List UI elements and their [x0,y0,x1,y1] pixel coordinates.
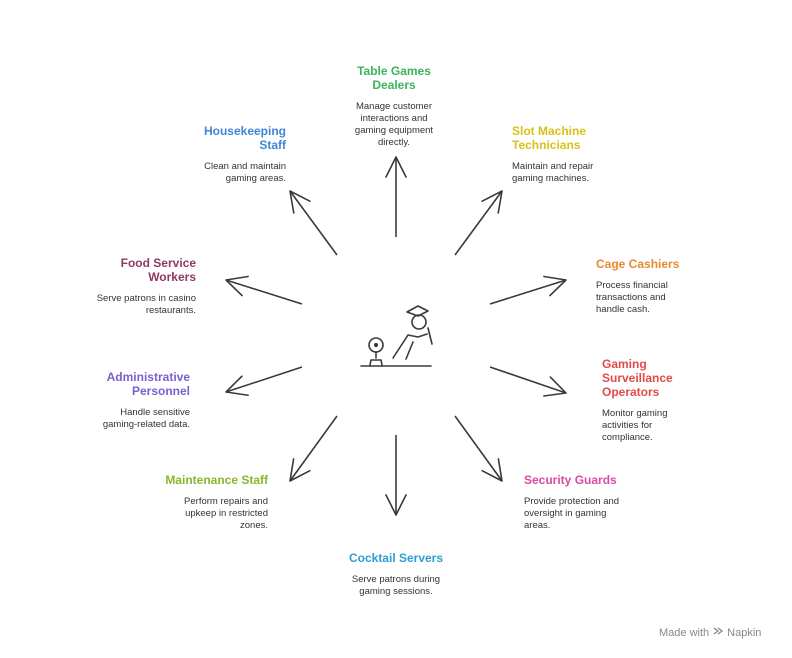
role-title: Food Service Workers [120,256,196,284]
role-description: Serve patrons in casino restaurants. [96,293,196,316]
role-title: Cocktail Servers [348,551,444,565]
role-description: Clean and maintain gaming areas. [204,161,286,184]
arrow-cage-cashiers [489,275,567,305]
role-title: Cage Cashiers [596,257,680,271]
role-description: Process financial transactions and handl… [596,280,668,315]
role-housekeeping-staff: Housekeeping Staff Clean and maintain ga… [126,124,286,185]
arrow-security [454,415,503,482]
arrow-housekeeping [289,190,338,256]
role-title: Administrative Personnel [106,370,190,398]
role-title: Table Games Dealers [357,64,431,92]
arrow-maintenance [289,415,338,482]
role-maintenance-staff: Maintenance Staff Perform repairs and up… [108,473,268,532]
napkin-brand: Napkin [727,626,762,639]
role-description: Serve patrons during gaming sessions. [351,574,441,597]
napkin-attribution[interactable]: Made with Napkin [659,625,761,640]
napkin-logo-icon [712,625,724,640]
role-food-service-workers: Food Service Workers Serve patrons in ca… [36,256,196,317]
role-title: Gaming Surveillance Operators [602,357,673,399]
arrow-slot-machine [454,190,503,256]
role-gaming-surveillance-operators: Gaming Surveillance Operators Monitor ga… [602,357,762,444]
role-description: Manage customer interactions and gaming … [354,101,434,148]
role-description: Handle sensitive gaming-related data. [102,407,190,430]
role-administrative-personnel: Administrative Personnel Handle sensitiv… [30,370,190,431]
role-cage-cashiers: Cage Cashiers Process financial transact… [596,257,756,316]
role-title: Maintenance Staff [165,473,268,487]
arrow-administrative [225,366,303,397]
casino-staff-icon [360,305,433,367]
role-description: Perform repairs and upkeep in restricted… [184,496,268,531]
arrow-food-service [225,275,303,305]
made-with-label: Made with [659,626,710,639]
role-title: Security Guards [524,473,617,487]
arrow-surveillance [489,366,567,397]
role-security-guards: Security Guards Provide protection and o… [524,473,684,532]
role-table-games-dealers: Table Games Dealers Manage customer inte… [314,64,474,149]
role-cocktail-servers: Cocktail Servers Serve patrons during ga… [316,551,476,598]
role-slot-machine-technicians: Slot Machine Technicians Maintain and re… [512,124,672,185]
role-description: Maintain and repair gaming machines. [512,161,594,184]
role-description: Provide protection and oversight in gami… [524,496,620,531]
role-description: Monitor gaming activities for compliance… [602,408,668,443]
role-title: Slot Machine Technicians [512,124,587,152]
role-title: Housekeeping Staff [203,124,286,152]
